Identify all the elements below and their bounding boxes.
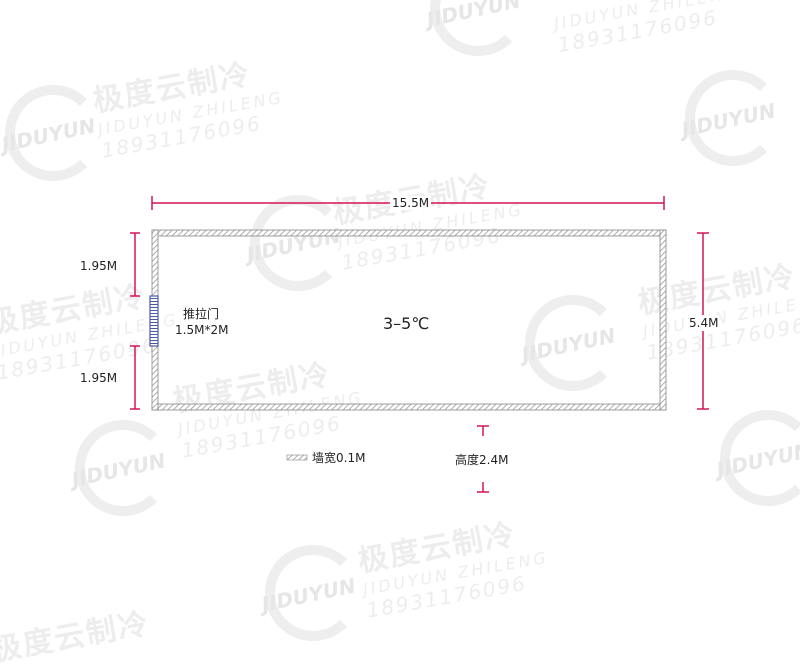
sliding-door bbox=[149, 295, 159, 347]
wall-thickness-label: 墙宽0.1M bbox=[312, 451, 366, 465]
wall-legend-swatch-icon bbox=[286, 454, 308, 461]
door-offset-top-label: 1.95M bbox=[80, 259, 118, 273]
door-offset-top-dimension-line bbox=[130, 232, 140, 297]
width-label: 5.4M bbox=[689, 315, 719, 332]
door-offset-bottom-label: 1.95M bbox=[80, 371, 118, 385]
height-label: 高度2.4M bbox=[455, 453, 509, 467]
temperature-label: 3–5℃ bbox=[383, 314, 430, 333]
height-marker bbox=[477, 425, 489, 493]
door-offset-bottom-dimension-line bbox=[130, 345, 140, 410]
length-label: 15.5M bbox=[390, 196, 432, 211]
door-name-label: 推拉门 bbox=[183, 307, 220, 321]
door-size-label: 1.5M*2M bbox=[175, 323, 229, 337]
